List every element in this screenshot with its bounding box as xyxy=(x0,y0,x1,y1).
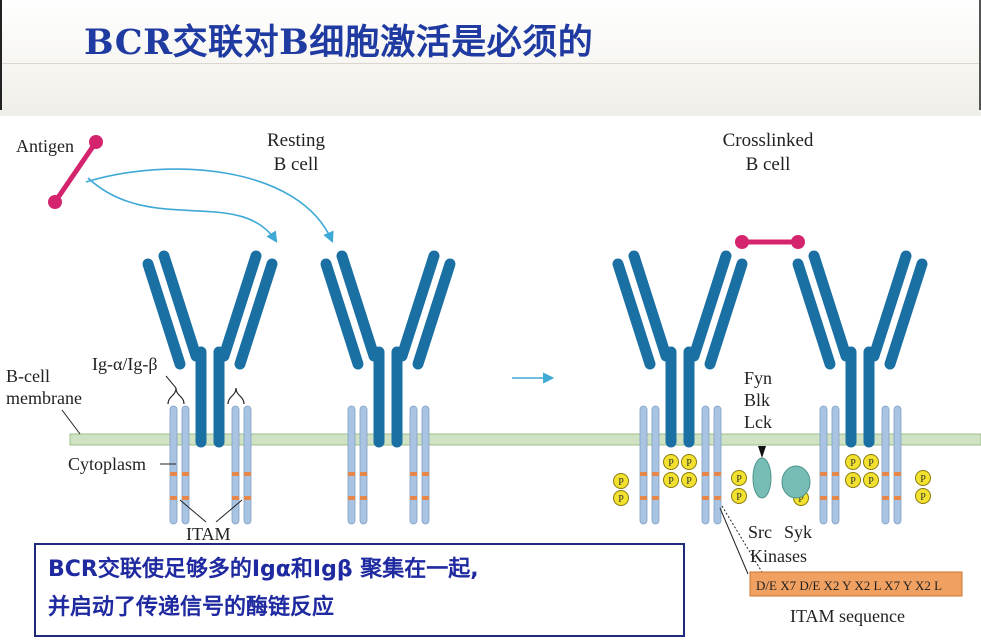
caption-line-1: BCR交联使足够多的Igα和Igβ 聚集在一起, xyxy=(48,557,479,582)
svg-text:P: P xyxy=(736,474,742,485)
crosslinked-label-1: Crosslinked xyxy=(723,130,814,151)
blk-label: Blk xyxy=(744,390,770,410)
cytoplasm-label: Cytoplasm xyxy=(68,454,146,474)
svg-text:P: P xyxy=(618,477,624,488)
itam-sequence-title: ITAM sequence xyxy=(790,606,905,626)
ig-alpha-beta-label: Ig-α/Ig-β xyxy=(92,354,158,374)
antigen-shape xyxy=(89,135,103,149)
itam-label: ITAM xyxy=(186,524,231,544)
phosphate-group-1: P P P P P P P P xyxy=(613,454,747,506)
svg-text:P: P xyxy=(686,458,692,469)
src-kinase xyxy=(752,457,772,499)
svg-text:P: P xyxy=(868,476,874,487)
header-divider xyxy=(2,63,979,64)
itam-sequence-box xyxy=(749,571,963,597)
slide-title: BCR交联对B细胞激活是必须的 xyxy=(84,22,594,63)
bcr-crosslinking-diagram: Antigen Resting B cell Crosslinked B cel… xyxy=(6,130,981,626)
slide-header-background xyxy=(0,0,981,116)
src-label: Src xyxy=(748,522,772,542)
antigen-arrow-2 xyxy=(85,168,334,244)
svg-text:P: P xyxy=(668,476,674,487)
lck-label: Lck xyxy=(744,412,772,432)
svg-text:P: P xyxy=(736,492,742,503)
fyn-label: Fyn xyxy=(744,368,772,388)
syk-kinase xyxy=(781,465,811,499)
resting-bcr-1 xyxy=(148,256,272,525)
caption-line-2: 并启动了传递信号的酶链反应 xyxy=(48,595,335,620)
svg-text:P: P xyxy=(850,458,856,469)
crosslink-antigen xyxy=(735,235,749,249)
right-border-line xyxy=(979,0,981,110)
svg-text:P: P xyxy=(920,474,926,485)
resting-label-1: Resting xyxy=(267,130,326,151)
syk-label: Syk xyxy=(784,522,812,542)
left-border-line xyxy=(0,0,2,110)
svg-text:P: P xyxy=(686,476,692,487)
svg-text:P: P xyxy=(850,476,856,487)
itam-sequence-text: D/E X7 D/E X2 Y X2 L X7 Y X2 L xyxy=(756,578,942,593)
antigen-arrow-1 xyxy=(87,177,278,243)
crosslinked-bcr-1 xyxy=(618,256,742,525)
bcell-membrane-label-1: B-cell xyxy=(6,366,50,386)
svg-text:P: P xyxy=(668,458,674,469)
svg-text:P: P xyxy=(618,494,624,505)
resting-bcr-2 xyxy=(326,256,450,525)
kinases-label: Kinases xyxy=(750,546,807,566)
svg-text:P: P xyxy=(920,492,926,503)
resting-label-2: B cell xyxy=(274,154,319,175)
svg-text:P: P xyxy=(798,494,804,505)
bcell-membrane-label-2: membrane xyxy=(6,388,82,408)
cell-membrane xyxy=(69,433,981,446)
svg-text:P: P xyxy=(868,458,874,469)
caption-box: BCR交联使足够多的Igα和Igβ 聚集在一起, 并启动了传递信号的酶链反应 xyxy=(34,543,685,637)
antigen-label: Antigen xyxy=(16,136,74,156)
crosslinked-label-2: B cell xyxy=(746,154,791,175)
phosphate-group-2: P P P P P P P P xyxy=(793,454,931,506)
